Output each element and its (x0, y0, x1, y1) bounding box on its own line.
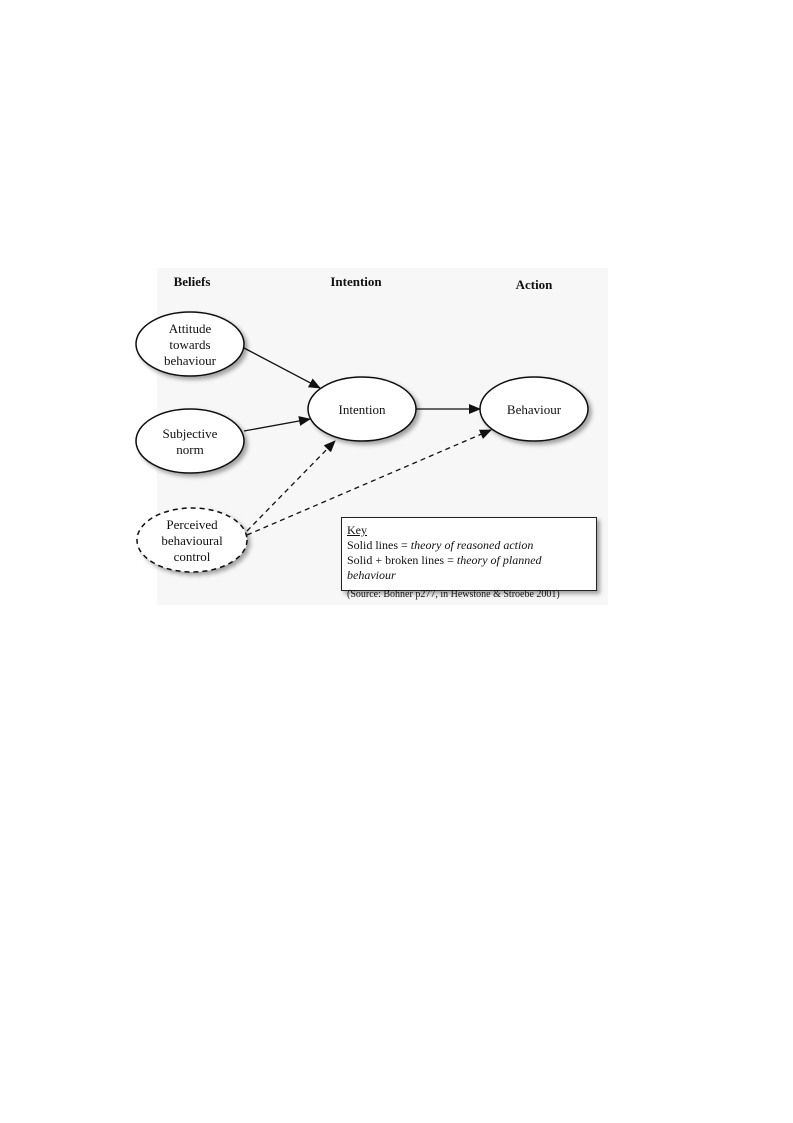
node-attitude-line-3: behaviour (164, 353, 217, 368)
column-heading-action: Action (516, 277, 554, 292)
dashed-arrow-control-to-intention (246, 440, 336, 532)
key-solid-lines: Solid lines = theory of reasoned action (347, 538, 591, 553)
node-attitude-shape (135, 311, 245, 377)
node-subjective-norm-line-2: norm (176, 442, 203, 457)
node-subjective-norm-line-1: Subjective (163, 426, 218, 441)
node-subjective-norm-shape (135, 408, 245, 474)
column-heading-intention: Intention (330, 274, 382, 289)
node-perceived-control-line-3: control (174, 549, 211, 564)
legend-key-box: Key Solid lines = theory of reasoned act… (341, 517, 597, 600)
node-attitude-line-2: towards (169, 337, 210, 352)
node-perceived-control-line-2: behavioural (161, 533, 223, 548)
node-perceived-control-shape (136, 507, 248, 573)
key-source: (Source: Bohner p277, in Hewstone & Stro… (347, 589, 560, 600)
arrow-norm-to-intention (243, 416, 311, 432)
column-heading-beliefs: Beliefs (174, 274, 211, 289)
node-behaviour-shape (479, 376, 589, 442)
node-attitude-line-1: Attitude (169, 321, 212, 336)
node-behaviour: Behaviour (479, 376, 589, 442)
node-intention-shape (307, 376, 417, 442)
key-broken-prefix: Solid + broken lines = (347, 553, 457, 567)
node-intention-label: Intention (339, 402, 386, 417)
key-broken-theory: theory of planned behaviour (347, 553, 542, 582)
node-behaviour-label: Behaviour (507, 402, 562, 417)
key-title: Key (347, 523, 367, 537)
key-solid-theory: theory of reasoned action (410, 538, 534, 552)
node-subjective-norm: Subjective norm (135, 408, 245, 474)
node-perceived-control: Perceived behavioural control (136, 507, 248, 573)
node-attitude: Attitude towards behaviour (135, 311, 245, 377)
key-solid-prefix: Solid lines = (347, 538, 411, 552)
arrow-attitude-to-intention (243, 347, 321, 389)
node-perceived-control-line-1: Perceived (166, 517, 218, 532)
node-intention: Intention (307, 376, 417, 442)
key-broken-lines: Solid + broken lines = theory of planned… (347, 553, 591, 583)
